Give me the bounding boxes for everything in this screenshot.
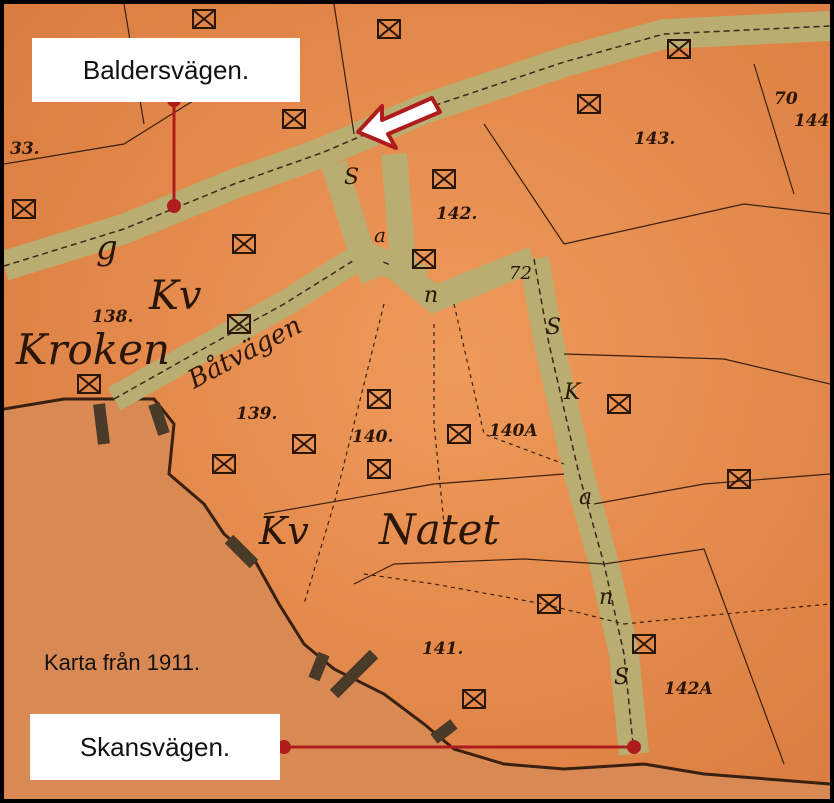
arrow-annotation (356, 96, 442, 150)
map-label-kv-natet-prefix: Kv (258, 509, 309, 553)
property-lines (4, 4, 830, 765)
dashed-lines (303, 303, 830, 625)
map-label-kv-kroken-prefix: Kv (148, 273, 202, 319)
jetty (224, 534, 259, 569)
road-letter: g (96, 228, 118, 268)
road-letter: n (424, 283, 438, 308)
road-letter: n (599, 585, 613, 610)
lot-number: 142A (664, 679, 713, 699)
road-skansvagen-edge (533, 258, 635, 755)
lot-number: 143. (634, 129, 675, 149)
lot-number: 140A (489, 421, 538, 441)
jetty (430, 719, 458, 744)
lot-number: 142. (436, 204, 477, 224)
lot-number: 138. (92, 307, 133, 327)
label-skansvagen: Skansvägen. (30, 714, 280, 780)
road-connector (321, 160, 386, 285)
road-letter: S (344, 165, 359, 190)
pointer-dot-balders-bottom (167, 199, 181, 213)
road-letter: a (374, 223, 386, 247)
lot-number: 140. (352, 427, 393, 447)
road-number: 72 (509, 263, 532, 284)
road-letter: S (546, 315, 561, 340)
road-letter: S (614, 665, 629, 690)
label-baldersvagen: Baldersvägen. (32, 38, 300, 102)
lot-number: 33. (10, 139, 40, 159)
pointer-dot-skans-right (627, 740, 641, 754)
road-letter: a (579, 485, 592, 510)
jetty (93, 403, 110, 445)
lot-number: 139. (236, 404, 277, 424)
lot-number: 144 (794, 111, 830, 131)
lot-number: 141. (422, 639, 463, 659)
lot-number: 70 (774, 89, 798, 109)
pointer-dot-skans-left (277, 740, 291, 754)
road-letter: K (563, 380, 582, 405)
historical-map: Kv Kroken Båtvägen Kv Natet g S a n S K … (4, 4, 830, 799)
jetty (308, 651, 330, 682)
road-skansvagen-north (381, 152, 539, 314)
map-caption: Karta från 1911. (44, 650, 201, 675)
road-batvagen-edge (113, 253, 425, 400)
jetty (148, 402, 170, 436)
water-area (4, 399, 830, 799)
map-label-kroken: Kroken (15, 325, 170, 374)
map-label-natet: Natet (378, 505, 500, 554)
jetty (329, 649, 379, 699)
